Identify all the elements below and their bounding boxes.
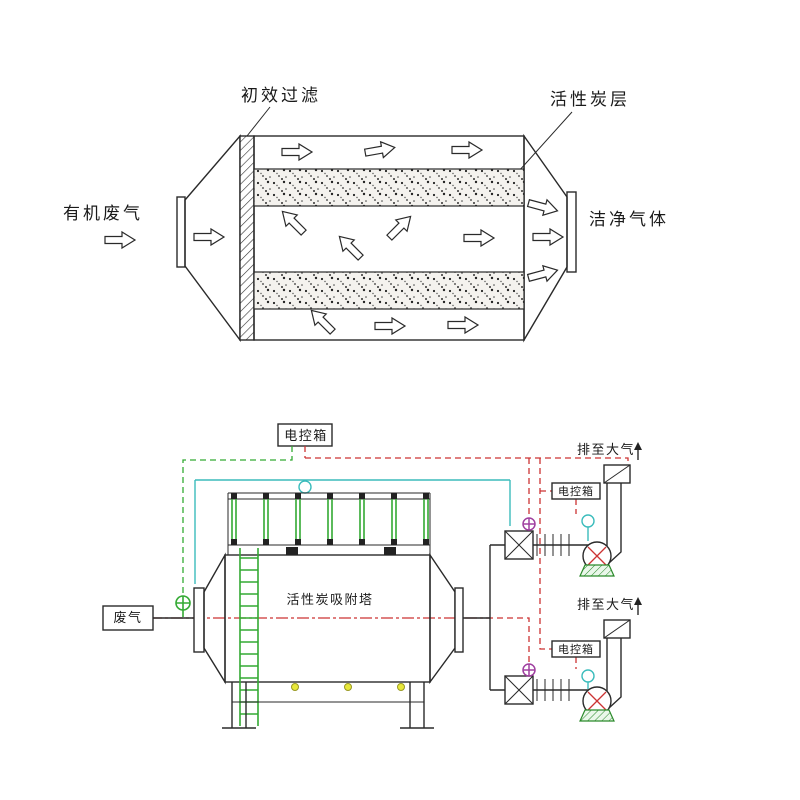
tower-nozzle <box>384 547 396 555</box>
adsorption-tower: 活性炭吸附塔 <box>193 547 464 691</box>
flexible-joint <box>536 534 570 556</box>
ladder <box>239 548 259 726</box>
adsorption-system-diagram: 电控箱 废气 <box>102 423 642 729</box>
leader-carbon-layer <box>517 111 573 173</box>
branch-control-box-label-1: 电控箱 <box>558 484 594 498</box>
carbon-bed-upper <box>253 168 525 207</box>
fan-belt-cross <box>587 691 607 711</box>
exhaust-label-2: 排至大气 <box>577 597 635 612</box>
tower-outlet-flange <box>454 587 464 653</box>
fan-branch-1: 排至大气 电控箱 <box>504 442 642 577</box>
main-control-box-label: 电控箱 <box>284 428 328 443</box>
fan-branch-2: 排至大气 电控箱 <box>504 597 642 722</box>
top-frame <box>227 492 431 555</box>
branch-control-box-2 <box>551 640 601 658</box>
sensor-icon <box>298 480 312 494</box>
leader-primary-filter <box>246 106 271 137</box>
control-wiring-red <box>150 446 629 669</box>
waste-gas-box <box>102 605 154 631</box>
exhaust-label-1: 排至大气 <box>577 442 635 457</box>
tower-nozzle <box>286 547 298 555</box>
outlet-gas-label: 洁净气体 <box>589 210 669 229</box>
fan-base <box>579 564 615 577</box>
motor-icon <box>581 669 595 683</box>
fan-base <box>579 709 615 722</box>
signal-lines-teal <box>194 479 511 584</box>
fan-outlet-duct <box>606 483 622 564</box>
control-wiring-green <box>175 446 293 617</box>
drain-mark <box>397 683 405 691</box>
tower-label: 活性炭吸附塔 <box>286 592 373 607</box>
filter-housing <box>253 135 525 341</box>
primary-filter-strip <box>239 135 255 341</box>
inlet-flange <box>176 196 186 268</box>
outlet-piping <box>463 544 505 691</box>
drain-mark <box>291 683 299 691</box>
support-legs <box>222 682 434 729</box>
fan-belt-cross <box>587 546 607 566</box>
outlet-flange <box>566 191 577 273</box>
carbon-bed-lower <box>253 271 525 310</box>
primary-filter-label: 初效过滤 <box>241 86 321 105</box>
motor-icon <box>581 514 595 528</box>
filter-unit-diagram: 初效过滤 活性炭层 有机废气 洁净气体 <box>63 86 669 343</box>
waste-gas-label: 废气 <box>113 610 142 625</box>
flexible-joint <box>536 679 570 701</box>
branch-control-box-1 <box>551 482 601 500</box>
carbon-layer-label: 活性炭层 <box>550 90 630 109</box>
fan-outlet-duct <box>606 638 622 709</box>
branch-control-box-label-2: 电控箱 <box>558 642 594 656</box>
drain-mark <box>344 683 352 691</box>
tower-inlet-flange <box>193 587 205 653</box>
inlet-gas-label: 有机废气 <box>63 204 143 223</box>
